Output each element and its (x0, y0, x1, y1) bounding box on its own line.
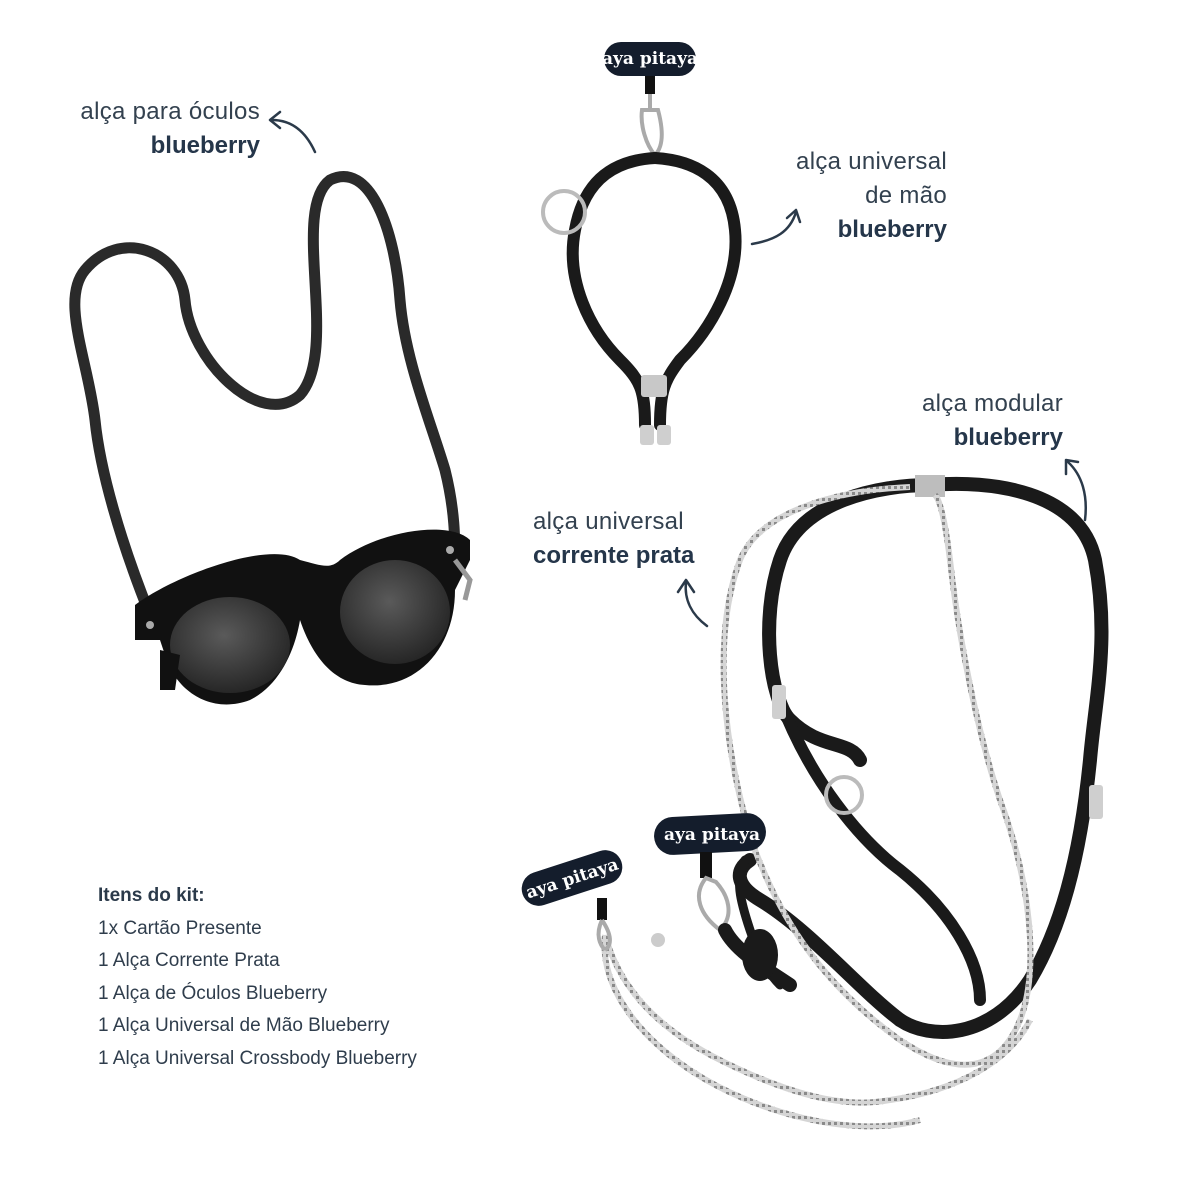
label-mao: alça universal de mão blueberry (796, 145, 947, 247)
arrow-mao-icon (750, 208, 802, 246)
label-corrente: alça universal corrente prata (533, 505, 694, 573)
arrows (268, 110, 1087, 628)
label-oculos-line1: alça para óculos (80, 98, 260, 125)
sunglasses (135, 529, 473, 705)
phone-tag-left: aya pitaya (521, 850, 665, 952)
brand-tag-text-1: aya pitaya (602, 49, 698, 69)
kit-item: 1 Alça Corrente Prata (98, 950, 280, 971)
silver-chain (601, 484, 1034, 1130)
label-corrente-line2: corrente prata (533, 542, 695, 569)
arrow-modular-icon (1064, 458, 1087, 522)
label-oculos-line2: blueberry (150, 132, 260, 159)
label-mao-line2: de mão (865, 182, 947, 209)
label-modular-line2: blueberry (953, 424, 1063, 451)
kit-item: 1x Cartão Presente (98, 917, 262, 939)
arrow-corrente-icon (676, 578, 709, 628)
modular-strap (732, 475, 1109, 1039)
arrow-oculos-icon (268, 110, 317, 154)
label-mao-line1: alça universal (796, 148, 947, 175)
label-modular-line1: alça modular (921, 390, 1063, 417)
label-oculos: alça para óculos blueberry (80, 95, 260, 163)
hand-strap: aya pitaya (541, 42, 742, 445)
label-corrente-line1: alça universal (533, 508, 684, 535)
brand-tag-text-3: aya pitaya (664, 825, 760, 845)
glasses-strap (69, 171, 461, 621)
kit-items: 1x Cartão Presente 1 Alça Corrente Prata… (98, 913, 417, 1076)
kit-title: Itens do kit: (98, 885, 205, 906)
phone-tag-right: aya pitaya (654, 813, 797, 992)
kit-list: Itens do kit: 1x Cartão Presente 1 Alça … (98, 880, 417, 1075)
kit-item: 1 Alça Universal Crossbody Blueberry (98, 1047, 417, 1069)
label-mao-line3: blueberry (837, 216, 947, 243)
label-modular: alça modular blueberry (922, 387, 1063, 455)
kit-item: 1 Alça de Óculos Blueberry (98, 982, 328, 1004)
kit-item: 1 Alça Universal de Mão Blueberry (98, 1015, 390, 1036)
